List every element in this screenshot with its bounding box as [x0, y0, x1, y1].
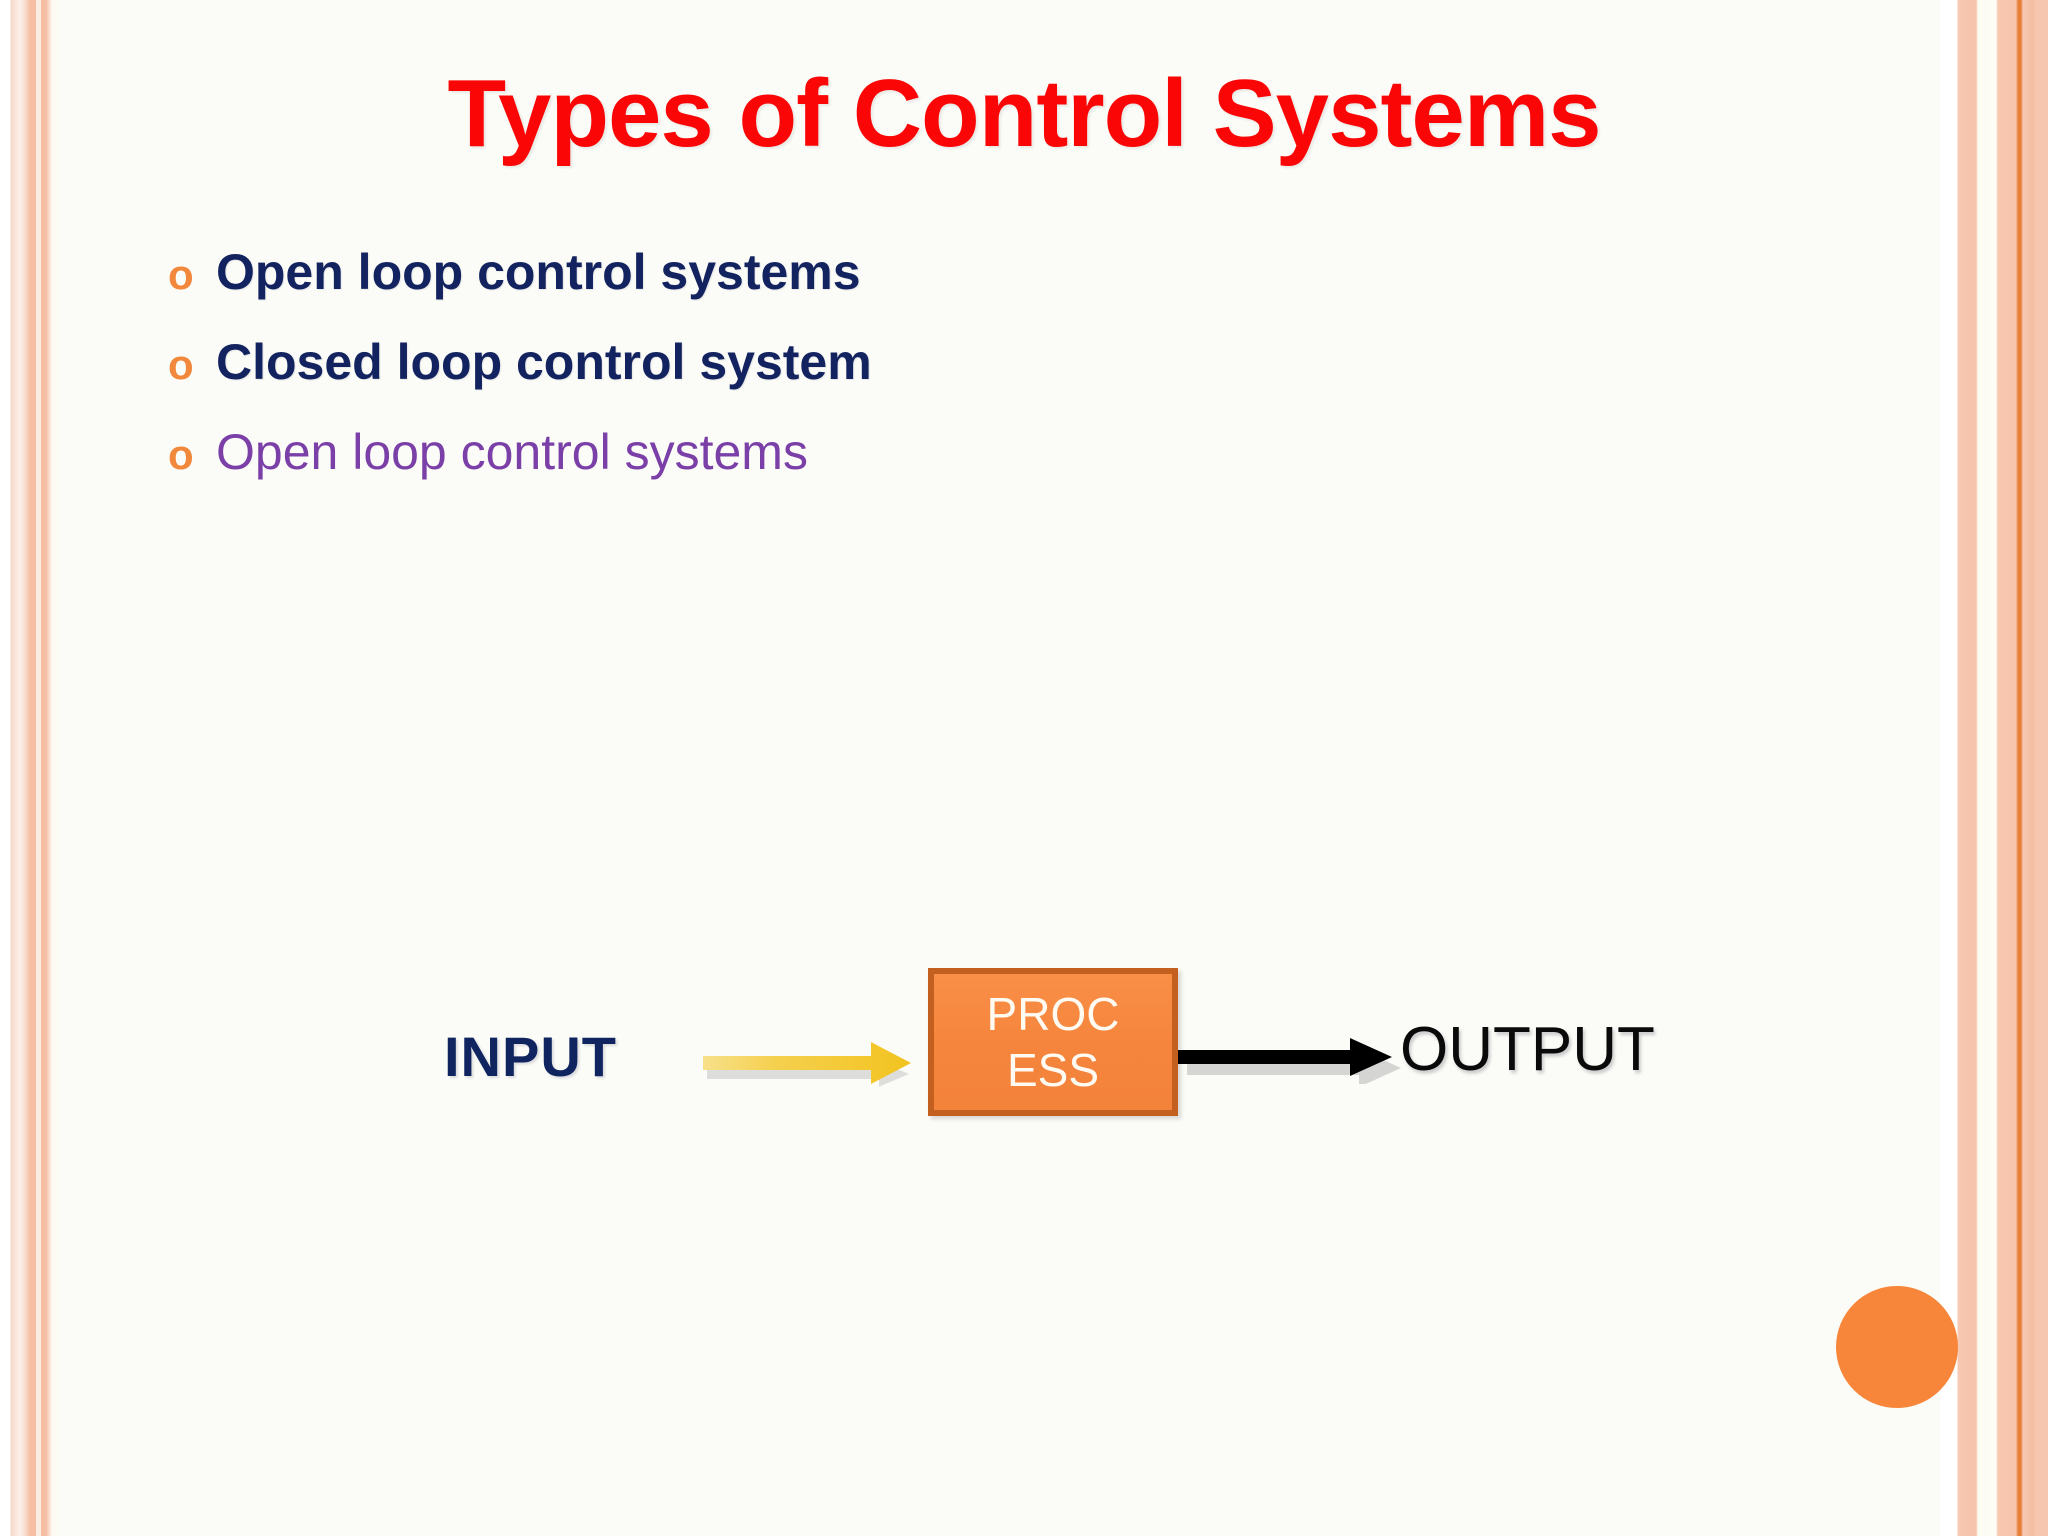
- list-item: o Open loop control systems: [168, 418, 1768, 486]
- yellow-arrow-icon: [700, 1038, 932, 1090]
- orange-circle-icon: [1836, 1286, 1958, 1408]
- list-item-label: Open loop control systems: [216, 243, 861, 300]
- list-item: o Closed loop control system: [168, 328, 1768, 396]
- circle-bullet-icon: o: [168, 251, 194, 298]
- process-block-label: PROCESS: [986, 987, 1120, 1096]
- black-arrow-icon: [1178, 1036, 1416, 1087]
- right-stripe-border: [1940, 0, 2048, 1536]
- circle-bullet-icon: o: [168, 341, 194, 388]
- bullet-list: o Open loop control systems o Closed loo…: [168, 238, 1768, 508]
- page-title: Types of Control Systems: [447, 60, 1601, 167]
- circle-bullet-icon: o: [168, 431, 194, 478]
- diagram-input-label: INPUT: [444, 1025, 617, 1088]
- process-block: PROCESS: [928, 968, 1178, 1116]
- diagram-output-label: OUTPUT: [1400, 1015, 1655, 1084]
- list-item: o Open loop control systems: [168, 238, 1768, 306]
- left-stripe-highlight: [36, 0, 41, 1536]
- list-item-label: Closed loop control system: [216, 333, 872, 390]
- left-stripe-border: [0, 0, 62, 1536]
- list-item-label: Open loop control systems: [216, 423, 808, 480]
